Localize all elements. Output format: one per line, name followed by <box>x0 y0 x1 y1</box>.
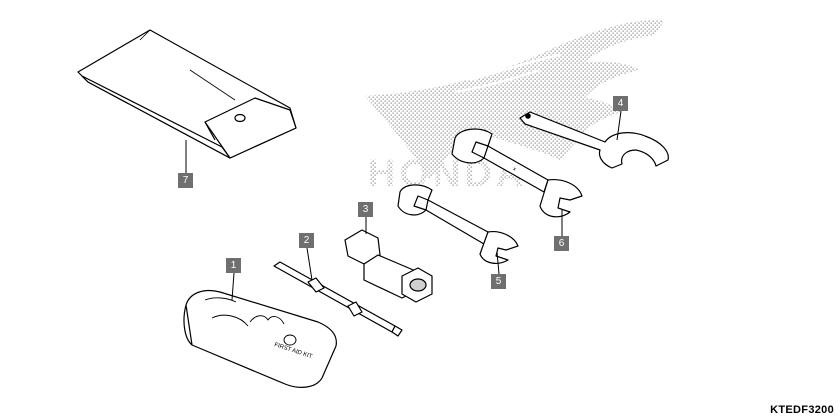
callout-6: 6 <box>554 236 569 251</box>
first-aid-kit-drawing: FIRST AID KIT <box>183 289 337 388</box>
tool-bag-drawing <box>77 29 297 159</box>
callout-5: 5 <box>491 274 506 289</box>
wrench-14x17-drawing: × <box>451 128 583 218</box>
callout-2: 2 <box>299 233 314 248</box>
plug-wrench-drawing <box>344 229 433 303</box>
figure-code: KTEDF3200 <box>770 404 834 416</box>
leader-lines <box>185 110 622 301</box>
callout-1: 1 <box>226 258 241 273</box>
screwdriver-drawing <box>273 261 403 337</box>
wrench-10x12-drawing <box>397 184 519 264</box>
pin-spanner-drawing <box>519 111 669 169</box>
honda-wing-logo: HONDA <box>365 19 665 195</box>
callout-7: 7 <box>178 173 193 188</box>
svg-text:×: × <box>511 166 517 173</box>
callout-3: 3 <box>358 202 373 217</box>
callout-4: 4 <box>613 96 628 111</box>
